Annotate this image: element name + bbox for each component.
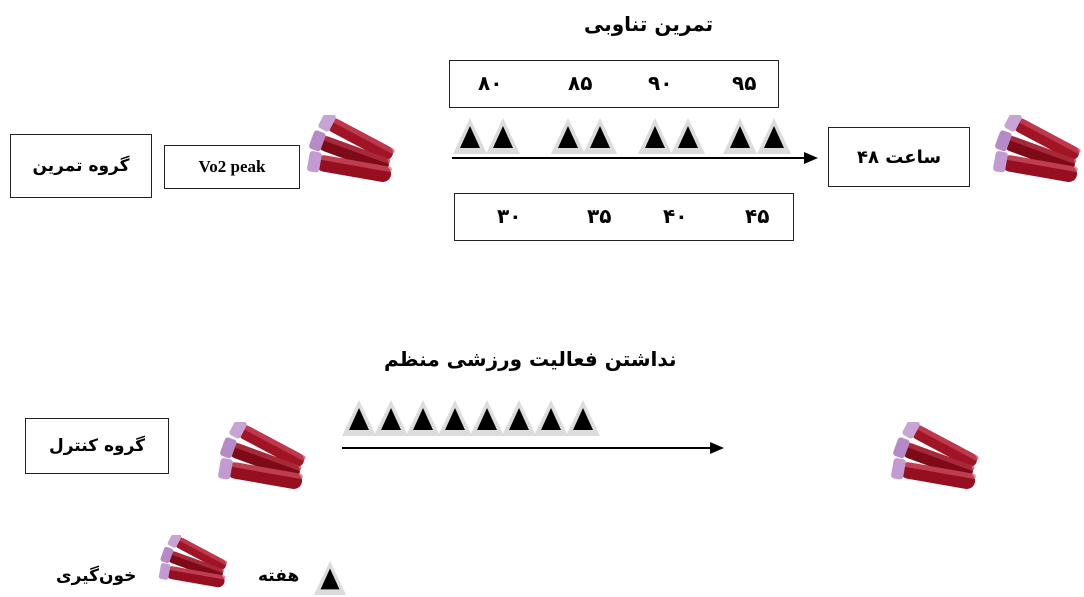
- legend-week-label: هفته: [258, 566, 300, 586]
- legend-blood-tubes-icon: [158, 535, 230, 591]
- week-triangle-icon: [565, 398, 601, 438]
- top-intensity-3: ۹۰: [648, 71, 673, 95]
- bottom-intensity-1: ۳۰: [497, 204, 522, 228]
- blood-tubes-icon: [890, 422, 982, 494]
- bottom-intensity-box: ۳۰ ۳۵ ۴۰ ۴۵: [454, 193, 794, 241]
- top-intensity-box: ۸۰ ۸۵ ۹۰ ۹۵: [449, 60, 779, 108]
- week-triangle-icon: [469, 398, 505, 438]
- top-intensity-2: ۸۵: [568, 71, 593, 95]
- bottom-intensity-4: ۴۵: [745, 204, 770, 228]
- blood-tubes-icon: [217, 422, 309, 494]
- week-triangle-icon: [437, 398, 473, 438]
- week-triangle-icon: [533, 398, 569, 438]
- 48-hours-box: ۴۸ ساعت: [828, 127, 970, 187]
- blood-tubes-icon: [306, 115, 398, 187]
- week-triangle-icon: [501, 398, 537, 438]
- week-triangle-icon: [405, 398, 441, 438]
- legend-blood-label: خون‌گیری: [56, 566, 137, 586]
- blood-tubes-icon: [992, 115, 1084, 187]
- bottom-intensity-3: ۴۰: [663, 204, 688, 228]
- bottom-intensity-2: ۳۵: [587, 204, 612, 228]
- legend-triangle-icon: [312, 560, 348, 596]
- control-protocol-title: نداشتن فعالیت ورزشی منظم: [384, 347, 677, 371]
- control-group-box: گروه کنترل: [25, 418, 169, 474]
- week-triangle-icon: [373, 398, 409, 438]
- top-intensity-4: ۹۵: [732, 71, 757, 95]
- vo2-peak-box: Vo2 peak: [164, 145, 300, 189]
- exercise-timeline-arrow: [452, 152, 818, 164]
- top-intensity-1: ۸۰: [478, 71, 503, 95]
- exercise-protocol-title: تمرین تناوبی: [584, 12, 714, 36]
- control-timeline-arrow: [342, 442, 724, 454]
- week-triangle-icon: [341, 398, 377, 438]
- exercise-group-box: گروه تمرین: [10, 134, 152, 198]
